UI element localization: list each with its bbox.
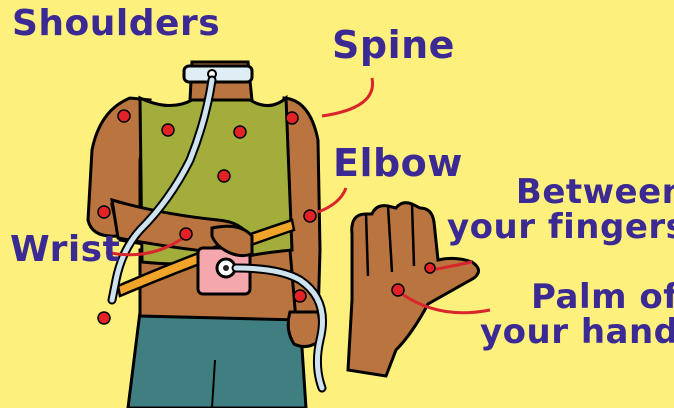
dot-palm (392, 284, 404, 296)
dot-chest-left (162, 124, 174, 136)
elbow-pointer (318, 188, 346, 212)
dot-elbow-left (98, 206, 110, 218)
label-elbow: Elbow (333, 144, 463, 183)
pump-port-center (223, 265, 229, 271)
label-wrist: Wrist (10, 232, 120, 269)
spine-pointer (322, 78, 373, 116)
dot-finger (425, 263, 435, 273)
label-shoulders: Shoulders (12, 6, 220, 43)
label-between-fingers: Between your fingers (447, 175, 674, 244)
dot-belly (218, 170, 230, 182)
dot-chest-right (234, 126, 246, 138)
pants (128, 312, 306, 408)
dot-hip (294, 290, 306, 302)
dot-wrist (180, 228, 192, 240)
neck-collar (184, 66, 252, 82)
dot-shoulder-right (286, 112, 298, 124)
dot-lower-left (98, 312, 110, 324)
label-palm: Palm of your hand (480, 280, 674, 349)
label-spine: Spine (332, 26, 455, 65)
dot-shoulder-left (118, 110, 130, 122)
dot-elbow-right (304, 210, 316, 222)
